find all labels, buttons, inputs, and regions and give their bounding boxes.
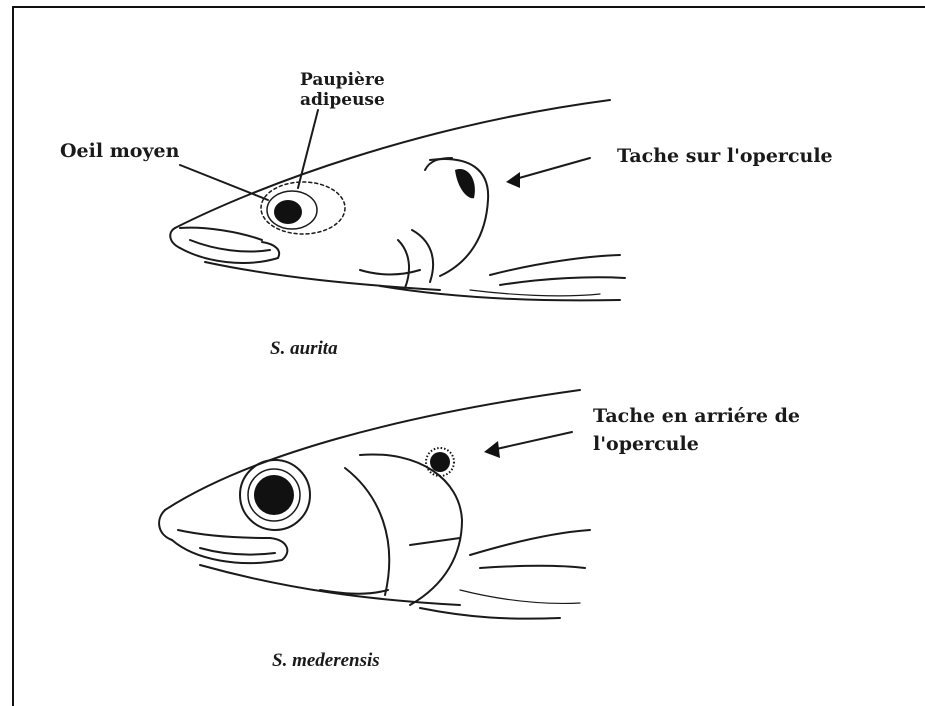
label-spot-rest: en arriére de xyxy=(662,405,800,427)
label-tache-arriere: Tache en arriére de l'opercule xyxy=(593,402,800,458)
aurita-eyelid-pointer xyxy=(298,110,318,188)
mederensis-eye-pupil xyxy=(254,475,294,515)
mederensis-jaw xyxy=(172,538,287,563)
mederensis-lip-line xyxy=(200,548,275,555)
mederensis-preoperculum xyxy=(345,468,389,595)
mederensis-pectoral-fin-3 xyxy=(460,590,580,603)
label-eyelid-line2: adipeuse xyxy=(300,90,385,110)
mederensis-fuzzy-spot xyxy=(426,448,454,476)
label-oeil-moyen: Oeil moyen xyxy=(60,140,179,162)
aurita-lip-line xyxy=(190,240,270,252)
aurita-eye-pointer xyxy=(180,165,268,200)
mederensis-gill-line xyxy=(410,538,460,545)
aurita-mouth-upper xyxy=(180,228,262,240)
label-paupiere-adipeuse: Paupière adipeuse xyxy=(300,70,385,110)
label-eyelid-line1: Paupière xyxy=(300,70,385,90)
aurita-pectoral-fin xyxy=(490,255,620,275)
mederensis-pectoral-fin-2 xyxy=(480,566,585,568)
mederensis-belly-rear xyxy=(420,608,560,619)
aurita-spot-arrowhead xyxy=(506,172,520,188)
mederensis-snout xyxy=(159,510,172,540)
aurita-pectoral-fin-2 xyxy=(500,277,625,285)
aurita-snout xyxy=(170,228,180,248)
fish-mederensis xyxy=(159,390,590,619)
aurita-dorsal-outline xyxy=(175,100,610,228)
mederensis-spot-arrowhead xyxy=(484,441,500,458)
aurita-adipose-eyelid-ring xyxy=(261,182,345,234)
aurita-spot-arrow-line xyxy=(512,158,590,180)
aurita-operculum-spot xyxy=(455,169,475,198)
mederensis-mouth xyxy=(178,530,270,538)
label-tache-opercule: Tache sur l'opercule xyxy=(617,145,833,167)
aurita-pectoral-fin-3 xyxy=(470,290,600,296)
aurita-preoperculum xyxy=(412,230,433,282)
fish-aurita xyxy=(170,100,625,300)
mederensis-operculum xyxy=(360,454,462,605)
aurita-jaw xyxy=(180,242,279,263)
aurita-preoperculum-inner xyxy=(398,240,409,288)
mederensis-dorsal-outline xyxy=(165,390,580,510)
aurita-belly xyxy=(205,262,440,290)
mederensis-pectoral-fin xyxy=(470,530,590,555)
mederensis-spot-arrow-line xyxy=(492,432,572,450)
aurita-cheek xyxy=(360,270,420,275)
label-spot-line2: l'opercule xyxy=(593,430,800,458)
label-spot-word: Tache xyxy=(593,405,655,427)
caption-aurita: S. aurita xyxy=(270,338,338,360)
caption-mederensis: S. mederensis xyxy=(272,650,380,672)
aurita-eye-pupil xyxy=(274,200,302,224)
